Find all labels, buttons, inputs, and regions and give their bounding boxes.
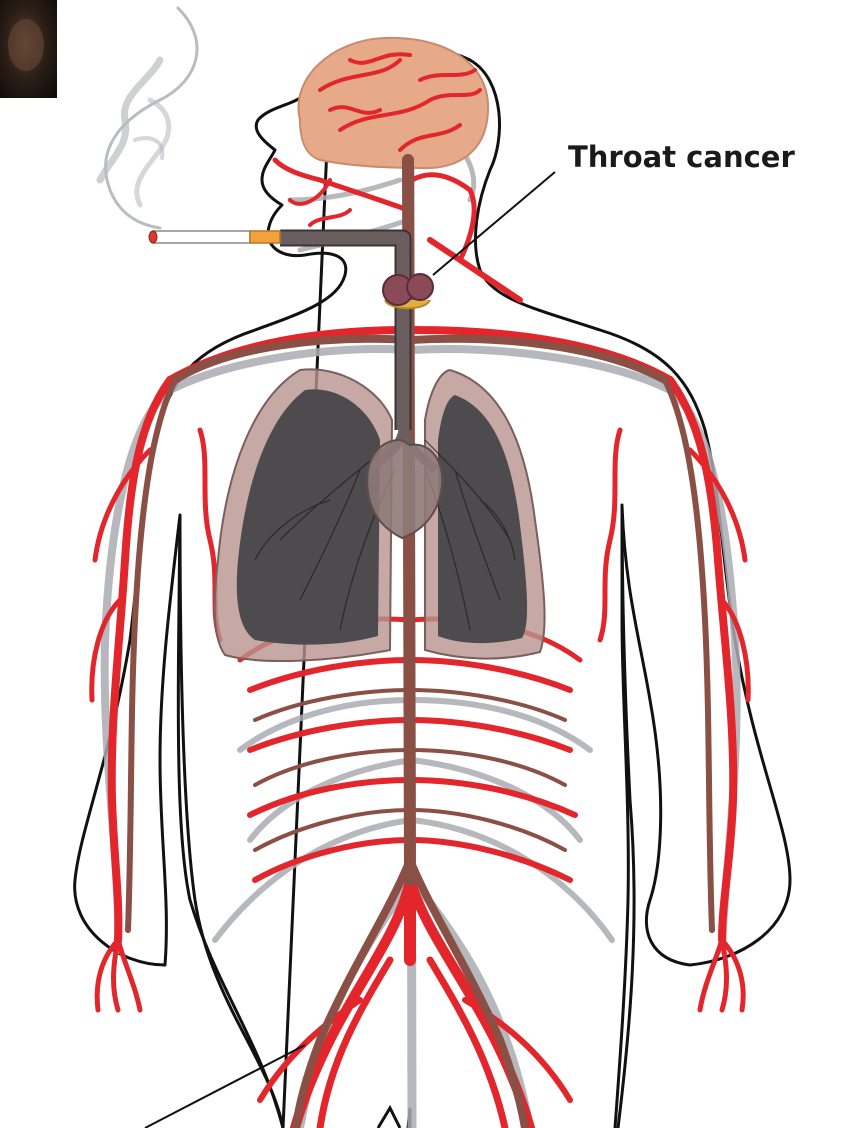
brain	[298, 38, 488, 168]
throat-cancer-label: Throat cancer	[568, 140, 795, 174]
throat-cancer-leader	[433, 172, 555, 275]
throat-tumor	[383, 274, 433, 308]
cigarette-icon	[149, 231, 280, 243]
smoke-icon	[100, 8, 197, 228]
veins	[105, 119, 737, 1128]
photo-thumbnail	[0, 0, 57, 98]
